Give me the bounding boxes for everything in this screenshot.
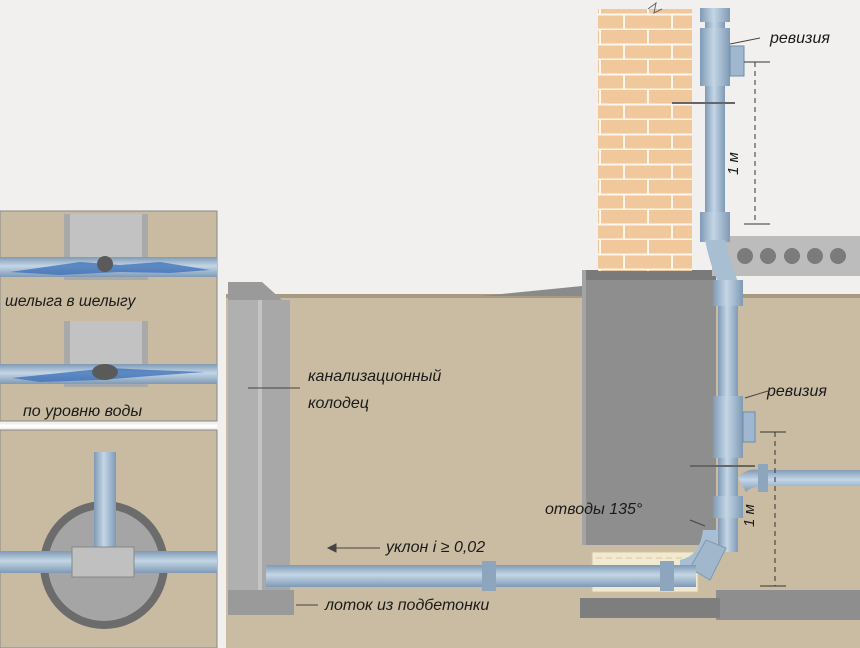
revision-top-fitting <box>700 28 730 86</box>
sewer-well-label-line2: колодец <box>308 395 369 412</box>
sewer-well <box>228 282 294 615</box>
inset-plan-view <box>0 429 218 648</box>
crown-to-crown-label: шелыга в шелыгу <box>5 293 136 310</box>
leader-lines <box>248 37 769 606</box>
sewer-well-label-line1: канализационный <box>308 368 442 385</box>
revision-mid-label: ревизия <box>767 383 827 400</box>
tray-concrete <box>580 598 720 618</box>
floor-slab <box>712 236 860 276</box>
foundation-block <box>482 270 716 545</box>
by-water-level-label: по уровню воды <box>23 403 143 420</box>
bends-label: отводы 135° <box>545 501 643 518</box>
brick-wall <box>598 1 692 271</box>
dimension-lines <box>744 61 786 587</box>
revision-top-label: ревизия <box>770 30 830 47</box>
one-meter-top-label: 1 м <box>725 152 742 175</box>
outlet-pipe <box>266 561 696 591</box>
riser-pipe <box>672 8 860 581</box>
tray-label: лоток из подбетонки <box>325 597 490 614</box>
basement-floor <box>716 590 860 620</box>
slope-label: уклон i ≥ 0,02 <box>386 539 486 556</box>
one-meter-bottom-label: 1 м <box>741 504 758 527</box>
inset-crown-to-crown <box>0 210 218 422</box>
inset-by-water-level <box>0 321 217 387</box>
revision-mid-fitting <box>713 396 743 458</box>
